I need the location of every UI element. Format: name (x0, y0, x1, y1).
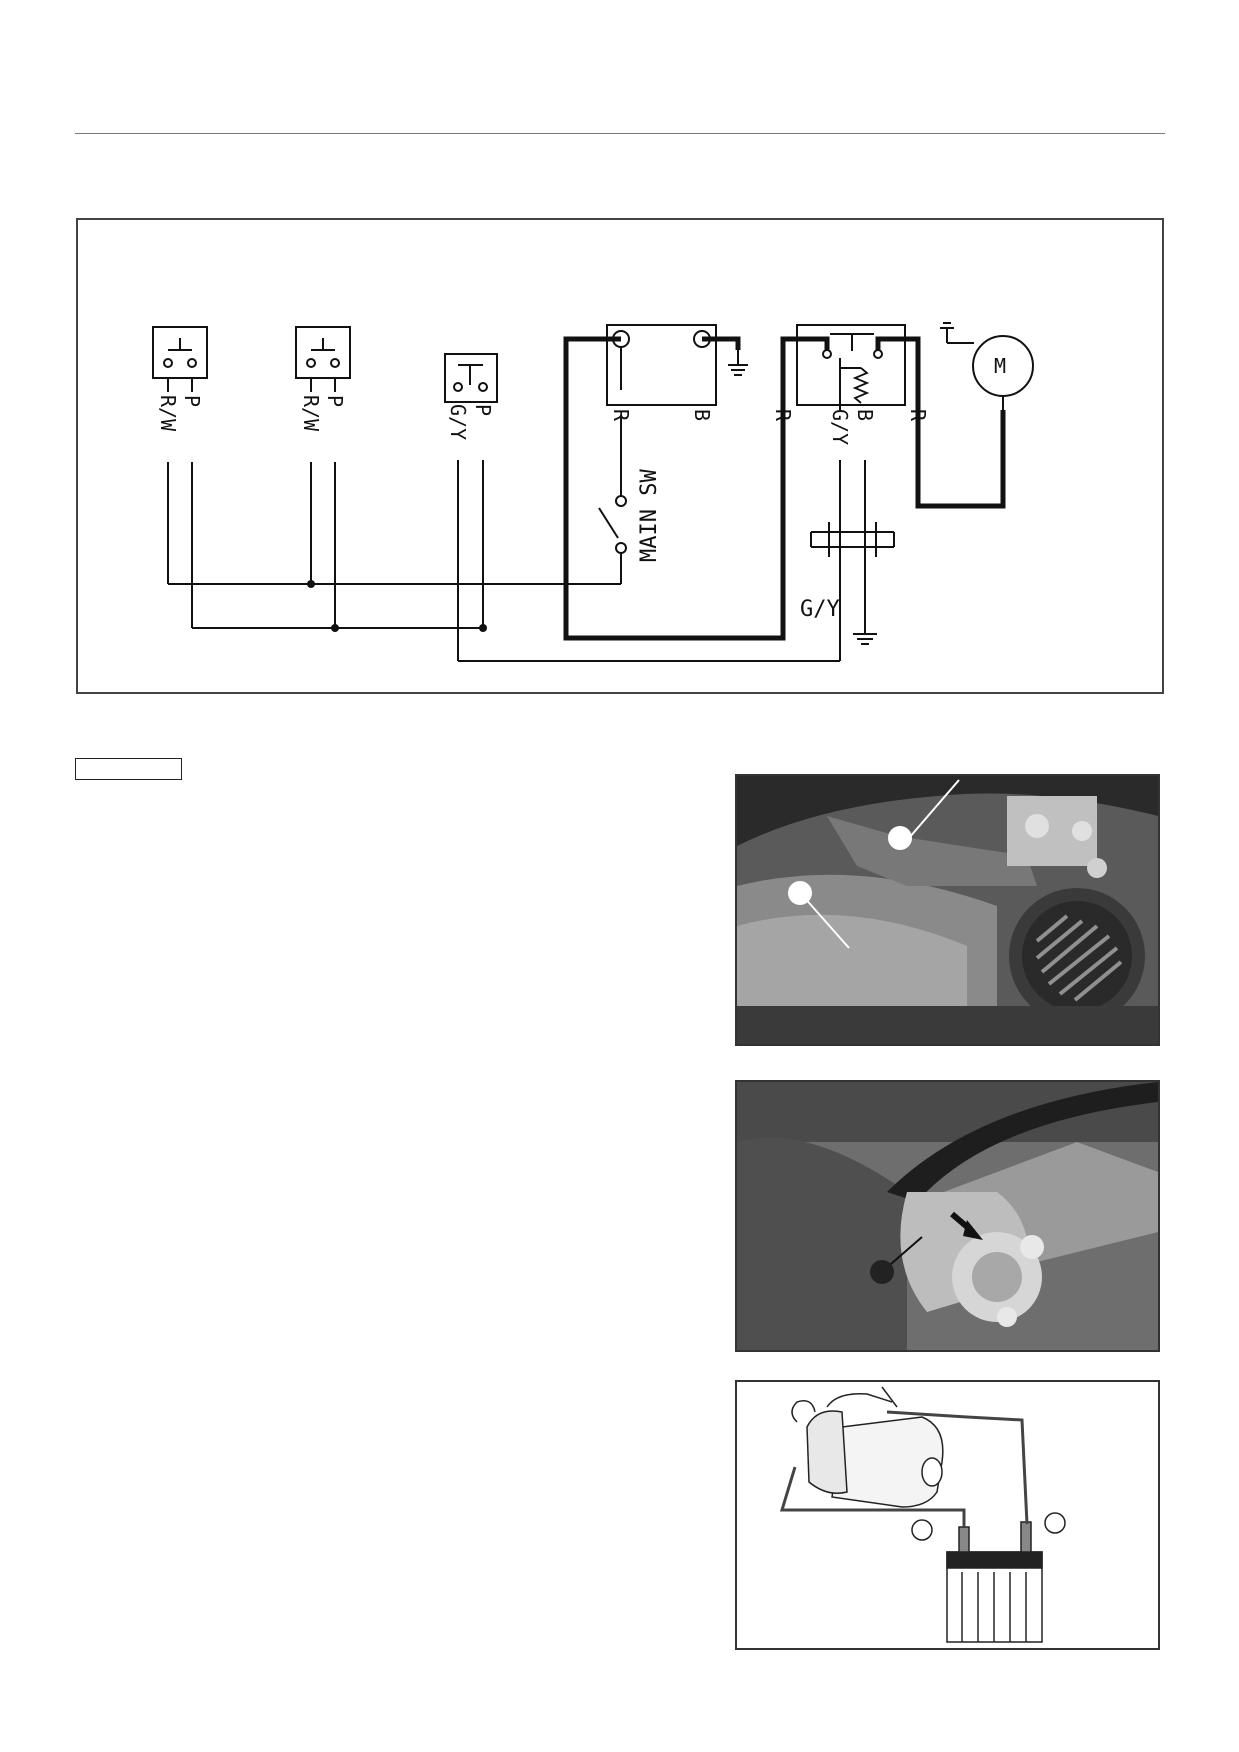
callout-2 (788, 881, 812, 905)
junction-dots (307, 580, 487, 632)
starter-switch (444, 353, 498, 403)
brake-switch-left (152, 326, 208, 392)
label-gy-connector: G/Y (800, 597, 840, 622)
ground-symbol-relay (853, 633, 877, 645)
label-b-relay: B (853, 409, 877, 421)
label-rw-1: R/W (156, 395, 180, 432)
wiring-diagram-svg: R/W P R/W P G/Y P R B R G/Y B R MAIN SW … (152, 322, 1034, 662)
label-r-relay-in: R (771, 409, 795, 422)
label-motor: M (994, 354, 1006, 378)
callout-positive (1044, 1512, 1066, 1534)
illustration-motor-battery-test (735, 1380, 1160, 1650)
callout-3 (870, 1260, 894, 1284)
label-p-starter: P (471, 404, 495, 416)
label-r-battery: R (609, 409, 633, 422)
brake-switch-right (295, 326, 351, 392)
test-leads (779, 1410, 1029, 1527)
label-r-relay-out: R (906, 409, 930, 422)
photo-starter-cover (735, 774, 1160, 1046)
arrow-indicator (963, 1220, 983, 1240)
heavy-wires (563, 336, 1006, 641)
label-p-1: P (180, 395, 204, 407)
starter-motor-symbol (940, 322, 1034, 397)
callout-1 (888, 826, 912, 850)
header-rule (75, 133, 1165, 134)
connector-symbol (810, 522, 895, 557)
photo-starter-terminal (735, 1080, 1160, 1352)
label-rw-2: R/W (299, 395, 323, 432)
label-b-battery: B (690, 409, 714, 421)
main-switch-symbol (598, 347, 627, 584)
label-main-sw: MAIN SW (637, 469, 662, 562)
callout-negative (911, 1519, 933, 1541)
section-heading-box (75, 758, 182, 780)
label-p-2: P (323, 395, 347, 407)
label-gy-relay: G/Y (828, 409, 852, 445)
battery-symbol (606, 324, 717, 406)
label-gy-starter: G/Y (446, 404, 470, 440)
wiring-diagram: R/W P R/W P G/Y P R B R G/Y B R MAIN SW … (76, 218, 1164, 694)
